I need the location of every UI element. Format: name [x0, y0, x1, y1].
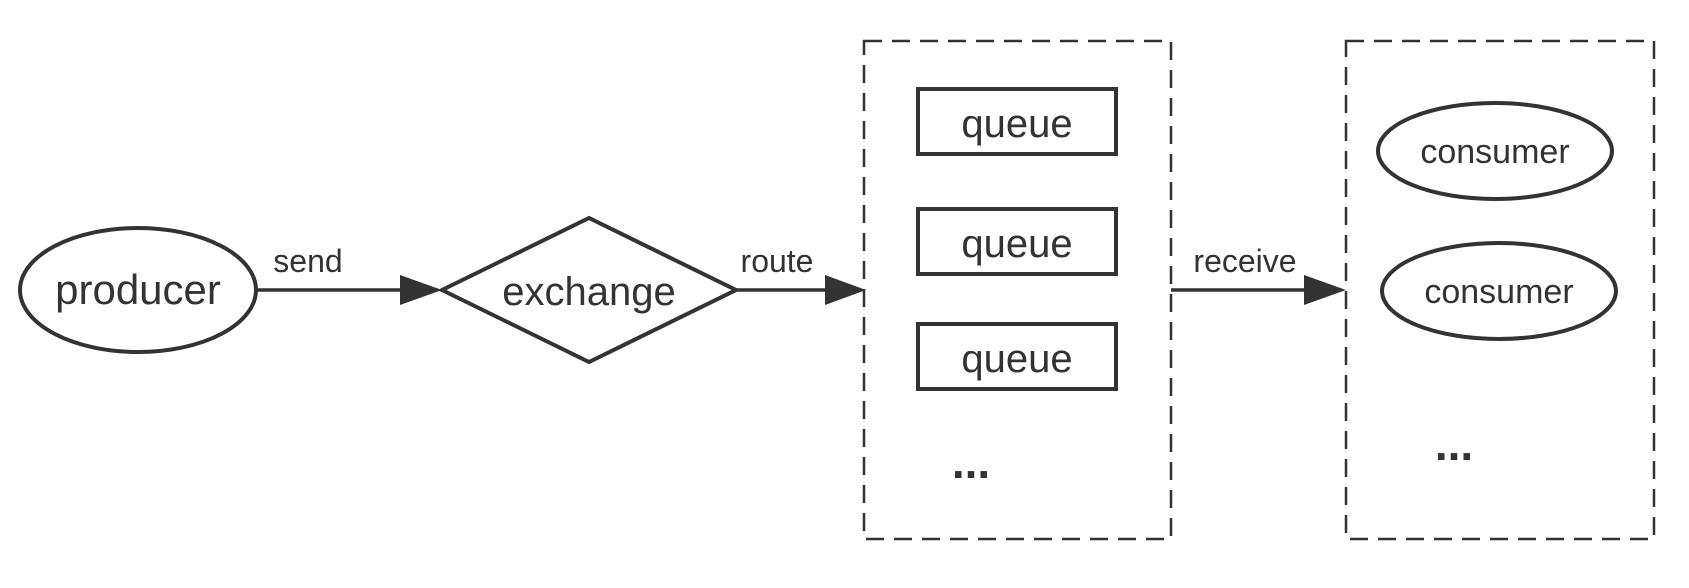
send-arrowhead: [400, 275, 442, 305]
consumer-label: consumer: [1420, 133, 1569, 171]
queue-node: queue: [916, 87, 1118, 156]
queue-node: queue: [916, 207, 1118, 276]
consumer-label: consumer: [1424, 273, 1573, 311]
producer-node: producer: [18, 226, 258, 354]
exchange-node: exchange: [437, 215, 741, 365]
queue-node: queue: [916, 322, 1118, 391]
queue-label: queue: [961, 222, 1072, 266]
consumer-ellipsis: ...: [1435, 418, 1473, 470]
route-label: route: [741, 243, 814, 279]
send-edge: send: [256, 243, 442, 305]
queue-label: queue: [961, 102, 1072, 146]
queue-label: queue: [961, 337, 1072, 381]
consumer-group: consumer consumer ...: [1344, 39, 1656, 541]
route-arrowhead: [825, 275, 866, 305]
send-label: send: [273, 243, 342, 279]
route-edge: route: [736, 243, 866, 305]
receive-arrowhead: [1304, 275, 1346, 305]
consumer-node: consumer: [1376, 101, 1614, 201]
queue-group: queue queue queue ...: [862, 39, 1173, 541]
receive-label: receive: [1193, 243, 1296, 279]
exchange-label: exchange: [502, 270, 675, 314]
consumer-node: consumer: [1380, 241, 1618, 341]
producer-label: producer: [55, 266, 221, 313]
queue-ellipsis: ...: [952, 436, 990, 488]
receive-edge: receive: [1171, 243, 1346, 305]
